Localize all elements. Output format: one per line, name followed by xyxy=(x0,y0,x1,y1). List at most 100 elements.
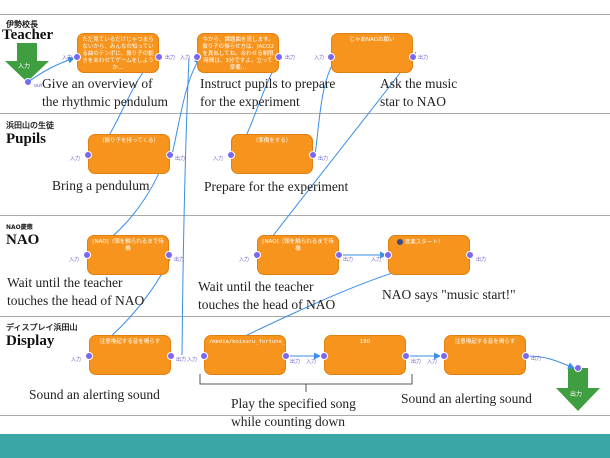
action-box-nao-2[interactable]: [NAO]（頭を触られるまで待機 xyxy=(257,235,339,275)
lane-display-title: Display xyxy=(6,333,55,349)
caption-nao-1: Wait until the teacher touches the head … xyxy=(7,274,144,310)
output-port-label: 出力 xyxy=(174,257,185,263)
lane-teacher-jp: 伊勢校長 xyxy=(6,20,38,29)
caption-teacher-1: Give an overview of the rhythmic pendulu… xyxy=(42,75,168,111)
input-port-label: 入力 xyxy=(239,257,250,263)
connector xyxy=(27,56,75,83)
input-port[interactable] xyxy=(327,53,335,61)
action-box-teacher-3[interactable]: じゃあNAOお願い xyxy=(331,33,413,73)
output-port[interactable] xyxy=(282,352,290,360)
input-port[interactable] xyxy=(200,352,208,360)
action-box-nao-1[interactable]: [NAO]（頭を触られるまで待機 xyxy=(87,235,169,275)
action-box-display-1[interactable]: 注意喚起する音を鳴らす xyxy=(89,335,171,375)
input-port-label: 入力 xyxy=(314,55,325,61)
output-port[interactable] xyxy=(522,352,530,360)
caption-pupils-2: Prepare for the experiment xyxy=(204,178,348,196)
output-port-label: 出力 xyxy=(290,359,301,365)
caption-display-1: Sound an alerting sound xyxy=(29,386,160,404)
output-port-label: 出力 xyxy=(176,357,187,363)
caption-line: NAO says "music start!" xyxy=(382,287,516,302)
input-port[interactable] xyxy=(83,251,91,259)
output-port[interactable] xyxy=(166,151,174,159)
output-port[interactable] xyxy=(309,151,317,159)
action-box-teacher-1[interactable]: ただ見ているだけじゃつまらないから、みんなの知っている曲のテンポに、振り子の動き… xyxy=(77,33,159,73)
start-port-label: out xyxy=(34,83,43,89)
input-port[interactable] xyxy=(84,151,92,159)
input-port-label: 入力 xyxy=(306,359,317,365)
lane-divider xyxy=(0,14,610,15)
output-port[interactable] xyxy=(155,53,163,61)
caption-line: Ask the music xyxy=(380,76,458,91)
start-node-label: 入力 xyxy=(18,63,31,70)
caption-nao-3: NAO says "music start!" xyxy=(382,286,516,304)
lane-pupils-title: Pupils xyxy=(6,131,47,147)
output-port-label: 出力 xyxy=(165,55,176,61)
action-box-nao-3[interactable]: 音楽スタート！ xyxy=(388,235,470,275)
lane-divider xyxy=(0,316,610,317)
input-port[interactable] xyxy=(85,352,93,360)
input-port[interactable] xyxy=(73,53,81,61)
action-box-pupils-2[interactable]: （準備をする） xyxy=(231,134,313,174)
connector xyxy=(526,355,575,369)
caption-line: for the experiment xyxy=(200,94,300,109)
caption-line: the rhythmic pendulum xyxy=(42,94,168,109)
input-port-label: 入力 xyxy=(371,257,382,263)
action-box-pupils-1[interactable]: （振り子を持ってくる） xyxy=(88,134,170,174)
output-port-label: 出力 xyxy=(175,156,186,162)
lane-teacher-title: Teacher xyxy=(2,27,54,43)
lane-nao-title: NAO xyxy=(6,232,40,248)
speech-icon xyxy=(397,239,403,245)
caption-line: Instruct pupils to prepare xyxy=(200,76,336,91)
input-port[interactable] xyxy=(253,251,261,259)
input-port-label: 入力 xyxy=(69,257,80,263)
footer-band xyxy=(0,434,610,458)
lane-display-jp: ディスプレイ浜田山 xyxy=(6,323,78,332)
input-port[interactable] xyxy=(320,352,328,360)
input-port-label: 入力 xyxy=(71,357,82,363)
output-port[interactable] xyxy=(275,53,283,61)
output-port[interactable] xyxy=(167,352,175,360)
output-port[interactable] xyxy=(335,251,343,259)
input-port-label: 入力 xyxy=(187,357,198,363)
output-port-label: 出力 xyxy=(411,359,422,365)
caption-line: star to NAO xyxy=(380,94,446,109)
caption-line: while counting down xyxy=(231,414,345,429)
input-port[interactable] xyxy=(227,151,235,159)
caption-line: Sound an alerting sound xyxy=(29,387,160,402)
input-port[interactable] xyxy=(440,352,448,360)
end-node[interactable]: 出力 xyxy=(555,368,601,412)
action-box-display-3[interactable]: 180 xyxy=(324,335,406,375)
action-box-display-4[interactable]: 注意喚起する音を鳴らす xyxy=(444,335,526,375)
caption-line: touches the head of NAO xyxy=(198,297,336,312)
output-port-label: 出力 xyxy=(318,156,329,162)
caption-line: Play the specified song xyxy=(231,396,356,411)
start-arrow-icon xyxy=(5,43,49,82)
caption-display-2-3: Play the specified song while counting d… xyxy=(231,395,356,431)
output-port-label: 出力 xyxy=(476,257,487,263)
caption-line: Wait until the teacher xyxy=(7,275,123,290)
start-node[interactable]: 入力 xyxy=(4,43,50,83)
output-port[interactable] xyxy=(402,352,410,360)
input-port-label: 入力 xyxy=(427,359,438,365)
bracket xyxy=(199,374,413,392)
lane-pupils-jp: 浜田山の生徒 xyxy=(6,121,54,130)
caption-teacher-3: Ask the music star to NAO xyxy=(380,75,457,111)
output-port[interactable] xyxy=(466,251,474,259)
input-port-label: 入力 xyxy=(213,156,224,162)
caption-nao-2: Wait until the teacher touches the head … xyxy=(198,278,335,314)
input-port-label: 入力 xyxy=(62,55,73,61)
output-port[interactable] xyxy=(409,53,417,61)
caption-pupils-1: Bring a pendulum xyxy=(52,177,150,195)
input-port[interactable] xyxy=(193,53,201,61)
caption-line: Wait until the teacher xyxy=(198,279,314,294)
action-box-display-2[interactable]: /media/koisuru_fortune_cookie.mp3 xyxy=(204,335,286,375)
caption-line: Sound an alerting sound xyxy=(401,391,532,406)
input-port[interactable] xyxy=(384,251,392,259)
lane-divider xyxy=(0,113,610,114)
caption-line: Prepare for the experiment xyxy=(204,179,349,194)
output-port-label: 出力 xyxy=(285,55,296,61)
output-port-label: 出力 xyxy=(531,356,542,362)
output-port[interactable] xyxy=(165,251,173,259)
caption-line: touches the head of NAO xyxy=(7,293,145,308)
action-box-teacher-2[interactable]: 今から、課題曲を流します。振り子の振らせ方は、JACO2を真似してね。合わせる制… xyxy=(197,33,279,73)
